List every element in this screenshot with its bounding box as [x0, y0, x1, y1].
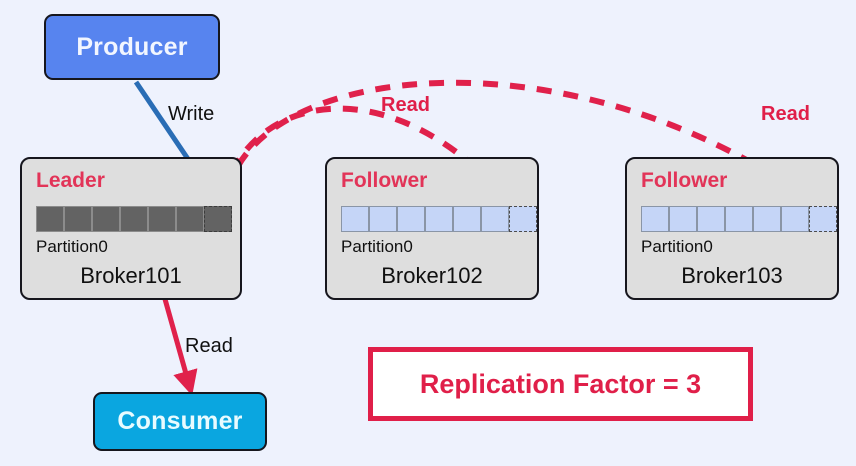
partition-bar-leader [36, 206, 232, 232]
broker-leader[interactable]: Leader Partition0 Broker101 [20, 157, 242, 300]
read-consumer-edge-label: Read [185, 335, 233, 357]
read-follower-2-edge-label: Read [761, 103, 810, 125]
broker-follower-1[interactable]: Follower Partition0 Broker102 [325, 157, 539, 300]
partition-cell [92, 206, 120, 232]
broker-name-label: Broker103 [681, 263, 783, 288]
replication-factor-text: Replication Factor = 3 [419, 368, 702, 399]
partition-cell [397, 206, 425, 232]
partition-cell [341, 206, 369, 232]
partition-cell [453, 206, 481, 232]
partition-cell [176, 206, 204, 232]
partition-name-label: Partition0 [341, 237, 413, 256]
write-edge-label: Write [168, 103, 215, 125]
broker-role-label: Follower [641, 169, 728, 192]
partition-bar-follower-1 [341, 206, 537, 232]
partition-name-label: Partition0 [36, 237, 108, 256]
partition-cell [425, 206, 453, 232]
partition-cell [725, 206, 753, 232]
partition-cell [36, 206, 64, 232]
consumer-node[interactable]: Consumer [93, 392, 267, 451]
partition-cell-pending [509, 206, 537, 232]
partition-cell-pending [204, 206, 232, 232]
partition-name-label: Partition0 [641, 237, 713, 256]
producer-node[interactable]: Producer [44, 14, 220, 80]
broker-role-label: Leader [36, 169, 105, 192]
partition-cell [481, 206, 509, 232]
broker-name-label: Broker102 [381, 263, 483, 288]
broker-role-label: Follower [341, 169, 428, 192]
producer-label: Producer [76, 32, 188, 61]
replication-factor-banner: Replication Factor = 3 [368, 347, 753, 421]
partition-cell [697, 206, 725, 232]
partition-cell [120, 206, 148, 232]
partition-cell [641, 206, 669, 232]
read-follower-1-edge-label: Read [381, 94, 430, 116]
partition-cell [64, 206, 92, 232]
partition-cell [781, 206, 809, 232]
broker-follower-2[interactable]: Follower Partition0 Broker103 [625, 157, 839, 300]
partition-cell [148, 206, 176, 232]
partition-bar-follower-2 [641, 206, 837, 232]
partition-cell [753, 206, 781, 232]
broker-name-label: Broker101 [80, 263, 182, 288]
consumer-label: Consumer [117, 407, 243, 435]
partition-cell [369, 206, 397, 232]
partition-cell-pending [809, 206, 837, 232]
partition-cell [669, 206, 697, 232]
